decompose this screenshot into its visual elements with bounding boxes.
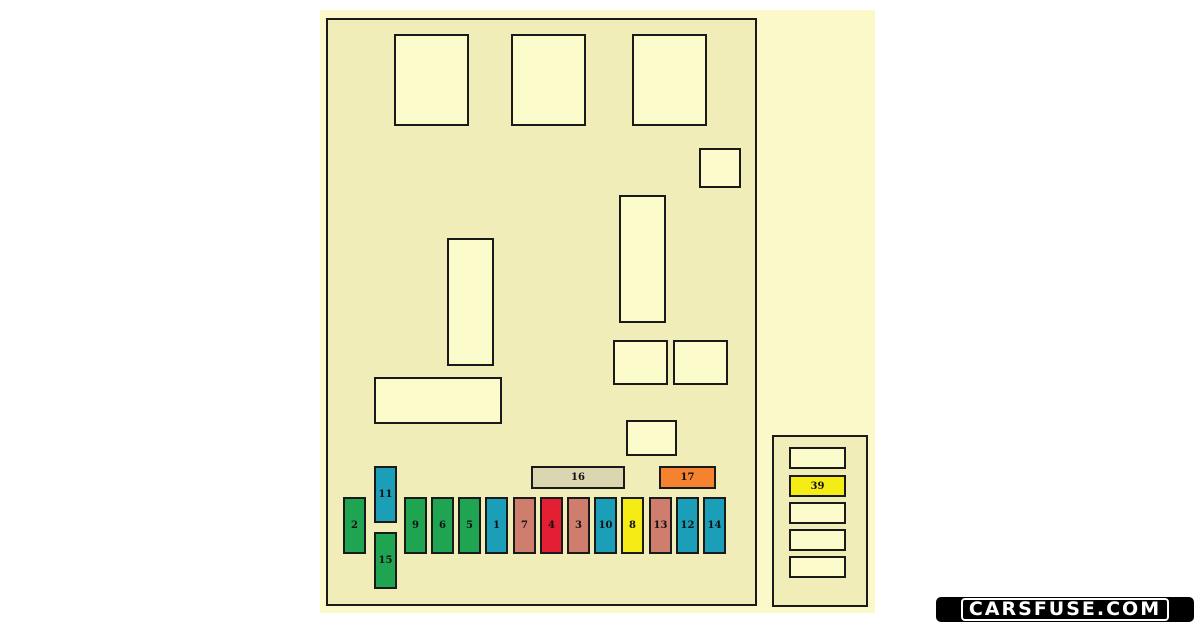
relay-mid-left bbox=[613, 340, 668, 385]
relay-tall-right bbox=[619, 195, 666, 323]
carsfuse-logo: CARSFUSE.COM bbox=[936, 597, 1194, 622]
logo-text: CARSFUSE.COM bbox=[960, 598, 1170, 621]
side-slot-5 bbox=[789, 556, 846, 578]
relay-mid-right bbox=[673, 340, 728, 385]
side-slot-3 bbox=[789, 502, 846, 524]
fuse-11: 11 bbox=[374, 466, 397, 523]
fuse-15: 15 bbox=[374, 532, 397, 589]
fuse-12: 12 bbox=[676, 497, 699, 554]
fuse-10: 10 bbox=[594, 497, 617, 554]
relay-wide bbox=[374, 377, 502, 424]
fuse-17: 17 bbox=[659, 466, 716, 489]
fuse-6: 6 bbox=[431, 497, 454, 554]
relay-3 bbox=[632, 34, 707, 126]
fuse-4: 4 bbox=[540, 497, 563, 554]
relay-small-bottom bbox=[626, 420, 677, 456]
fuse-5: 5 bbox=[458, 497, 481, 554]
relay-1 bbox=[394, 34, 469, 126]
fuse-14: 14 bbox=[703, 497, 726, 554]
fuse-13: 13 bbox=[649, 497, 672, 554]
fuse-39: 39 bbox=[789, 475, 846, 497]
fuse-9: 9 bbox=[404, 497, 427, 554]
fuse-3: 3 bbox=[567, 497, 590, 554]
fuse-16: 16 bbox=[531, 466, 625, 489]
fuse-2: 2 bbox=[343, 497, 366, 554]
side-slot-4 bbox=[789, 529, 846, 551]
relay-tall-left bbox=[447, 238, 494, 366]
fuse-8: 8 bbox=[621, 497, 644, 554]
side-slot-1 bbox=[789, 447, 846, 469]
fuse-7: 7 bbox=[513, 497, 536, 554]
fuse-1: 1 bbox=[485, 497, 508, 554]
relay-2 bbox=[511, 34, 586, 126]
relay-small-top bbox=[699, 148, 741, 188]
